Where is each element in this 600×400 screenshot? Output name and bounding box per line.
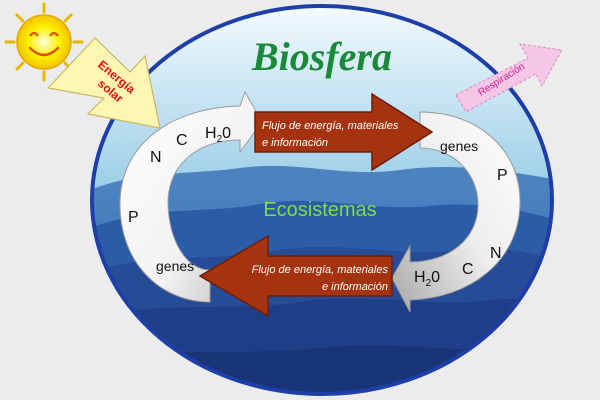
left-n-label: N <box>150 149 162 166</box>
flow-bottom-line2: e información <box>322 281 388 293</box>
left-cycle-labels: N C H20 P genes <box>128 125 231 274</box>
flow-top-line2: e información <box>262 137 328 149</box>
diagram-title: Biosfera <box>251 34 392 79</box>
right-n-label: N <box>490 245 502 262</box>
left-p-label: P <box>128 209 139 226</box>
right-p-label: P <box>497 167 508 184</box>
flow-arrow-bottom: Flujo de energía, materiales e informaci… <box>198 234 393 318</box>
right-h2o-label: H20 <box>414 269 440 289</box>
right-c-label: C <box>462 261 474 278</box>
flow-top-line1: Flujo de energía, materiales <box>262 120 399 132</box>
flow-arrow-top: Flujo de energía, materiales e informaci… <box>254 92 434 172</box>
left-c-label: C <box>176 132 188 149</box>
left-genes-label: genes <box>156 258 194 274</box>
flow-bottom-line1: Flujo de energía, materiales <box>252 264 389 276</box>
right-cycle-arrow <box>391 111 521 313</box>
left-cycle-arrow <box>119 90 263 303</box>
solar-energy-arrow: Energía solar <box>46 37 161 129</box>
center-label-ecosistemas: Ecosistemas <box>263 199 376 221</box>
right-cycle-labels: genes P N C H20 <box>414 138 508 289</box>
right-genes-label: genes <box>440 138 478 154</box>
left-h2o-label: H20 <box>205 125 231 145</box>
sun-icon <box>4 2 84 82</box>
